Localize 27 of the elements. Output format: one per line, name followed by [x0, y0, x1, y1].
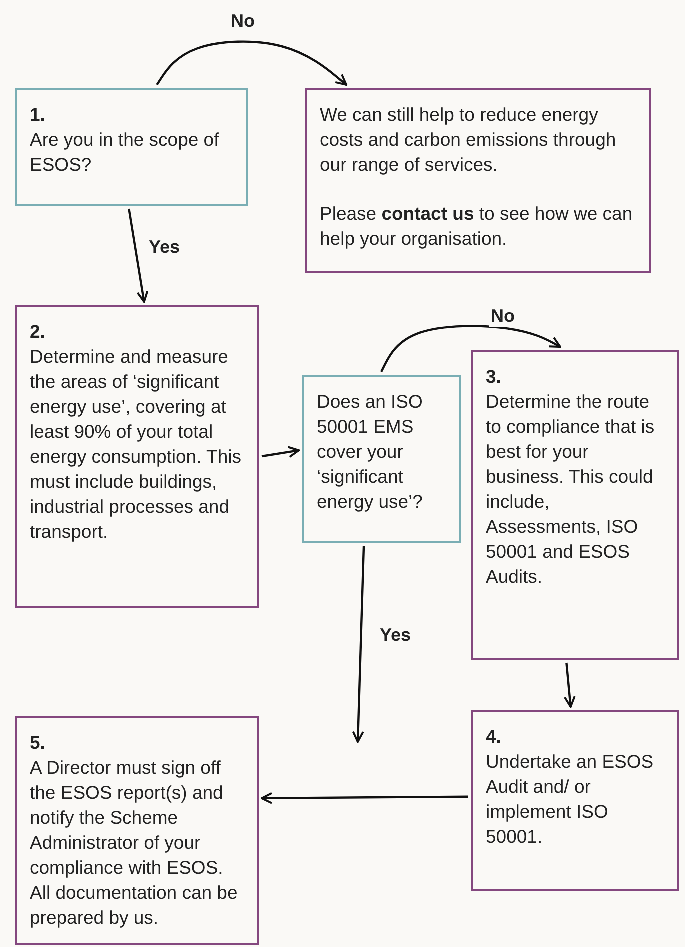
arrow [128, 208, 149, 303]
step-text: Determine the route to compliance that is best for your business. This could include, Assessments, ISO 50001 and ESOS Audits. [486, 390, 656, 589]
step-text: We can still help to reduce energy costs and carbon emissions through our range of services. [320, 103, 618, 177]
process-box [15, 88, 248, 206]
step-text: A Director must sign off the ESOS report(s) and notify the Scheme Administrator of your compliance with ESOS. All documentation can be prepared by us. [30, 756, 239, 930]
process-box [15, 716, 259, 945]
step-number: 3. [486, 365, 502, 389]
step-text: Does an ISO 50001 EMS cover your ‘significant energy use’? [317, 390, 424, 514]
arrow [261, 792, 468, 804]
arrow [262, 446, 300, 458]
arrow [352, 546, 366, 743]
process-box [471, 710, 679, 891]
process-box [305, 88, 651, 273]
step-text: Please contact us to see how we can help your organisation. [320, 202, 634, 251]
step-text: Undertake an ESOS Audit and/ or implement ISO 50001. [486, 750, 655, 849]
process-box [15, 305, 259, 608]
arrow [380, 325, 562, 372]
step-text: Are you in the scope of ESOS? [30, 128, 220, 177]
decision-box [302, 375, 461, 543]
step-number: 4. [486, 725, 502, 749]
step-text: Determine and measure the areas of ‘significant energy use’, covering at least 90% of your total energy consumption. This must include buildings, industrial processes and transport. [30, 345, 242, 544]
arrow [564, 662, 576, 708]
step-number: 2. [30, 320, 46, 344]
step-number: 1. [30, 103, 46, 127]
arrow [156, 40, 348, 86]
step-number: 5. [30, 731, 46, 755]
process-box [471, 350, 679, 660]
